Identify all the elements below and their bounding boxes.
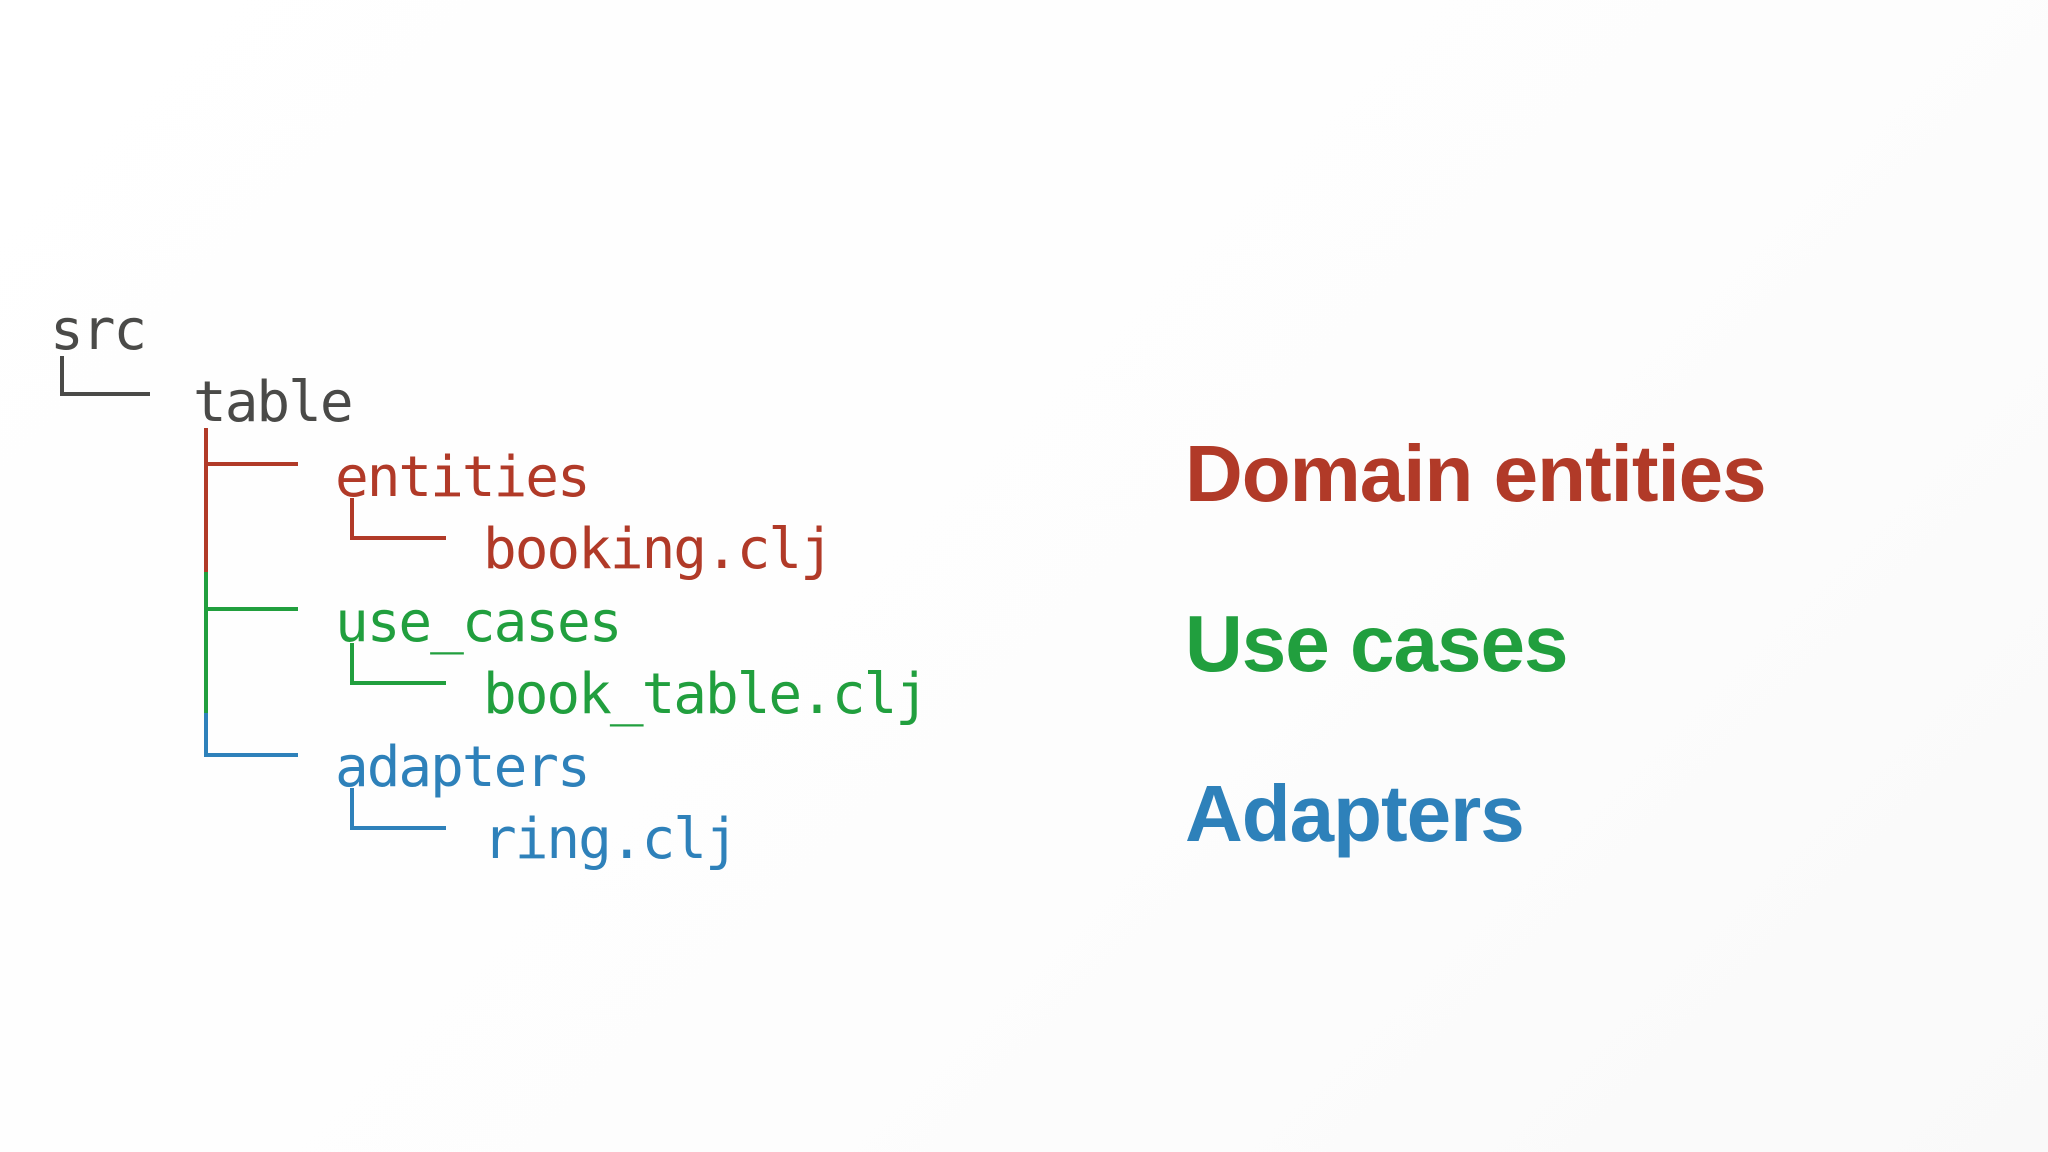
- tree-node-adapters: adapters: [335, 735, 591, 800]
- branch-adapters: [204, 753, 298, 757]
- trunk-segment-red: [204, 428, 208, 572]
- trunk-segment-blue: [204, 713, 208, 757]
- heading-use-cases: Use cases: [1185, 599, 1568, 688]
- tree-node-book-table-clj: book_table.clj: [483, 662, 929, 727]
- tree-node-src: src: [50, 298, 147, 363]
- heading-adapters: Adapters: [1185, 769, 1525, 858]
- connector-src-table-vertical: [60, 356, 64, 396]
- elbow-book-table-vertical: [350, 643, 354, 685]
- elbow-ring-vertical: [350, 788, 354, 830]
- branch-use-cases: [204, 607, 298, 611]
- tree-node-entities: entities: [335, 445, 591, 510]
- connector-src-table-horizontal: [60, 392, 150, 396]
- tree-node-booking-clj: booking.clj: [483, 517, 834, 582]
- trunk-segment-green: [204, 572, 208, 713]
- tree-node-table: table: [193, 370, 354, 435]
- tree-node-ring-clj: ring.clj: [483, 807, 739, 872]
- elbow-booking-vertical: [350, 498, 354, 540]
- branch-entities: [204, 462, 298, 466]
- heading-domain-entities: Domain entities: [1185, 429, 1767, 518]
- tree-node-use-cases: use_cases: [335, 590, 622, 655]
- elbow-ring-horizontal: [350, 826, 446, 830]
- elbow-booking-horizontal: [350, 536, 446, 540]
- elbow-book-table-horizontal: [350, 681, 446, 685]
